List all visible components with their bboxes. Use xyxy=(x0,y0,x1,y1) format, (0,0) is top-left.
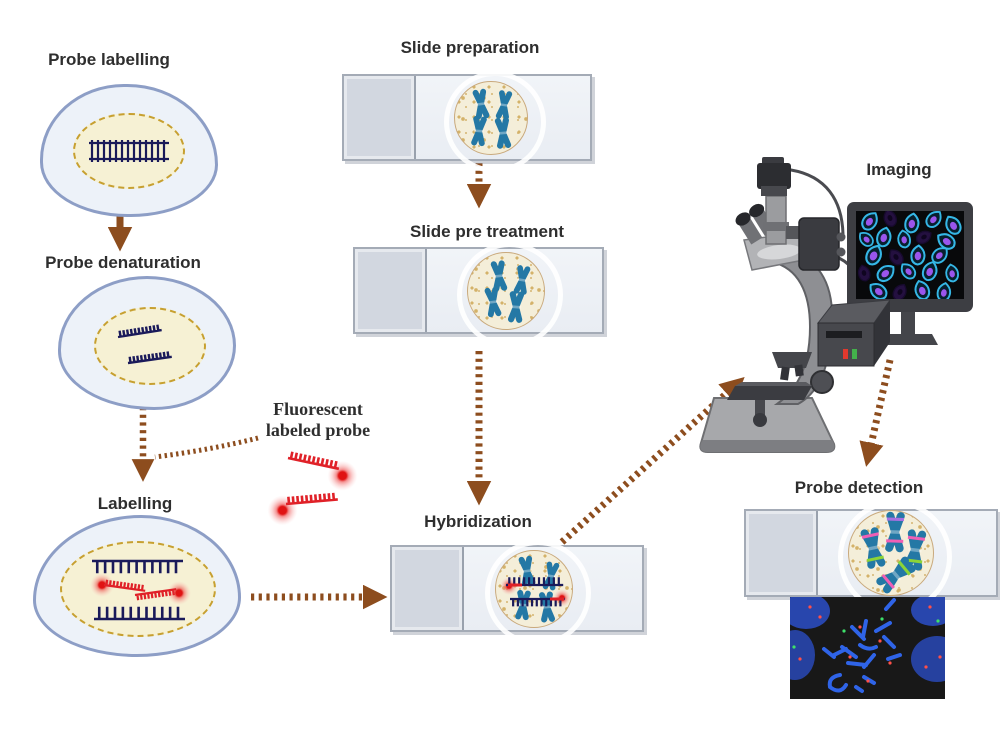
fish-micrograph-image xyxy=(790,597,945,699)
monitor-screen xyxy=(856,211,964,299)
cell-probe-denaturation xyxy=(58,276,236,410)
monitor-neck-icon xyxy=(901,310,915,336)
specimen-circle xyxy=(495,550,573,628)
arrow-hybridization-to-imaging-icon xyxy=(559,376,745,545)
control-unit-slot-icon xyxy=(826,331,862,338)
camera-tube-icon xyxy=(765,195,787,245)
step-label-hybridization: Hybridization xyxy=(424,512,532,531)
objective-turret-icon xyxy=(772,352,812,368)
cell-probe-labelling xyxy=(40,84,218,217)
fluorescent-cells-image xyxy=(856,211,964,299)
red-indicator-icon xyxy=(843,349,848,359)
fluorescence-microscope-icon xyxy=(699,157,938,453)
denatured-strands-icon xyxy=(116,323,173,365)
cell-labelling xyxy=(33,515,241,657)
illuminator-box-icon xyxy=(798,217,840,271)
step-label-imaging: Imaging xyxy=(866,160,932,179)
green-indicator-icon xyxy=(852,349,857,359)
stage-icon xyxy=(727,386,812,400)
slide-pretreatment-slide xyxy=(353,242,604,348)
probe-detection-slide xyxy=(744,500,998,614)
nucleus xyxy=(73,113,185,189)
slide-frosted-end xyxy=(344,76,416,159)
monitor-base-icon xyxy=(878,334,938,345)
slide-frosted-end xyxy=(746,511,818,595)
nucleus xyxy=(60,541,216,637)
focus-knob-icon xyxy=(810,370,834,394)
camera-cable-icon xyxy=(789,168,845,236)
specimen-circle xyxy=(467,252,545,330)
step-label-probe-detection: Probe detection xyxy=(794,478,924,497)
slide-preparation-slide xyxy=(342,71,592,173)
chromosomes-icon xyxy=(483,259,532,324)
fluorescent-probes-icon xyxy=(267,449,358,526)
monitor xyxy=(847,202,973,312)
banded-chromosomes-icon xyxy=(858,510,928,597)
hybridized-chromosomes-icon xyxy=(500,554,571,624)
nucleus xyxy=(94,307,206,385)
step-label-slide-pre-treatment: Slide pre treatment xyxy=(410,222,564,241)
step-label-labelling: Labelling xyxy=(97,494,173,513)
dna-double-strand-icon xyxy=(87,138,171,164)
slide-frosted-end xyxy=(355,249,427,332)
labelled-dna-icon xyxy=(62,543,191,635)
specimen-circle xyxy=(454,81,528,155)
control-unit-icon xyxy=(816,299,892,367)
camera-icon xyxy=(757,163,791,189)
specimen-circle xyxy=(848,510,934,597)
step-label-slide-preparation: Slide preparation xyxy=(400,38,540,57)
hybridization-slide xyxy=(390,540,644,646)
step-label-fluorescent-probe: Fluorescent labeled probe xyxy=(265,399,371,440)
arrow-probe-join-curve-icon xyxy=(154,435,259,460)
step-label-probe-denaturation: Probe denaturation xyxy=(45,253,201,272)
chromosomes-icon xyxy=(470,87,514,150)
slide-frosted-end xyxy=(392,547,464,630)
step-label-probe-labelling: Probe labelling xyxy=(48,50,170,69)
